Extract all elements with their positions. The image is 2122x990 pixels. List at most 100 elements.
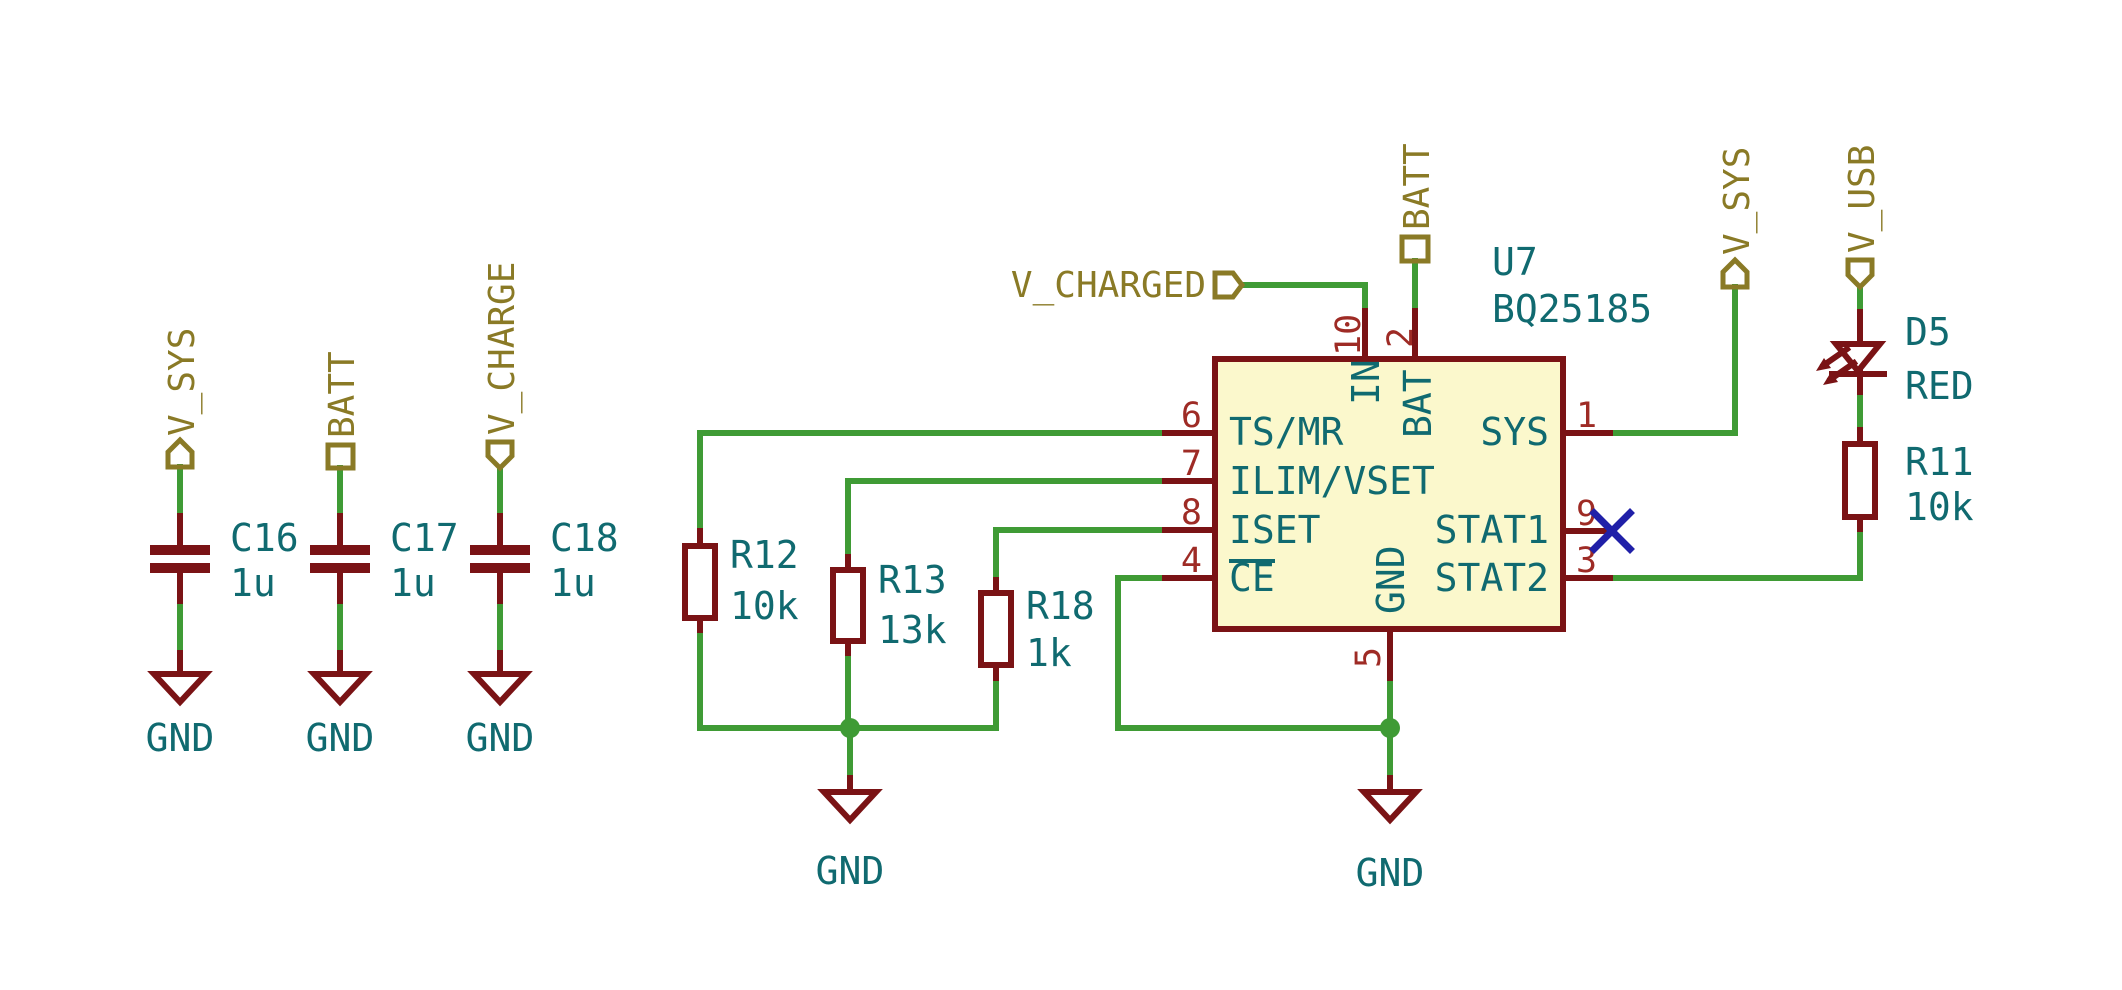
power-flag-arrow-icon <box>1845 257 1875 291</box>
led-arrow-head <box>1816 358 1831 371</box>
wire-v-charged <box>1239 282 1368 314</box>
led-value: RED <box>1905 364 1974 408</box>
resistor-ref: R13 <box>878 558 947 602</box>
resistor-ref: R12 <box>730 533 799 577</box>
pin-number-9: 9 <box>1576 494 1597 534</box>
capacitor-plate <box>310 545 370 555</box>
pin-name-gnd: GND <box>1369 545 1413 614</box>
gnd-label: GND <box>1356 851 1425 895</box>
wires <box>177 258 1863 781</box>
capacitor-plate <box>310 563 370 573</box>
ic-body <box>1212 356 1566 632</box>
pin-name-iset: ISET <box>1229 508 1321 552</box>
led-emission-arrow <box>1819 344 1852 370</box>
wire-ilim-vset <box>845 478 1168 560</box>
resistor-body <box>830 567 866 644</box>
pin-number-8: 8 <box>1181 493 1202 533</box>
power-flag-label: V_SYS <box>162 328 203 436</box>
pin-name-ilim-vset: ILIM/VSET <box>1229 459 1435 503</box>
power-flag-label: V_SYS <box>1717 147 1758 255</box>
capacitor-c17: C17 1u <box>310 516 459 605</box>
wire-ts-mr <box>697 430 1168 534</box>
capacitor-plate <box>470 563 530 573</box>
capacitor-ref: C17 <box>390 516 459 560</box>
global-label-v-charged: V_CHARGED <box>1011 265 1246 306</box>
led-triangle <box>1829 341 1887 376</box>
capacitor-value: 1u <box>390 561 436 605</box>
pin-name-bat: BAT <box>1396 369 1440 438</box>
power-flag-batt-left: BATT <box>322 351 363 471</box>
gnd-triangle-icon <box>1357 789 1423 825</box>
pin-number-7: 7 <box>1181 444 1202 484</box>
pin-name-ce: CE <box>1229 556 1275 600</box>
capacitor-value: 1u <box>230 561 276 605</box>
power-flag-arrow-icon <box>485 439 515 472</box>
capacitor-c18: C18 1u <box>470 516 619 605</box>
pin-name-in: IN <box>1344 359 1388 405</box>
pin-number-1: 1 <box>1576 396 1597 436</box>
ic-u7: U7 BQ25185 TS/MR ILIM/VSET ISET CE SYS S… <box>1181 240 1652 668</box>
gnd-label: GND <box>466 716 535 760</box>
gnd-label: GND <box>816 849 885 893</box>
power-flag-square-icon <box>325 442 356 471</box>
wire-stat2-to-r11 <box>1607 526 1863 581</box>
power-flag-label: BATT <box>1397 143 1438 230</box>
power-flag-vcharge-left: V_CHARGE <box>482 262 523 472</box>
pin-number-5: 5 <box>1349 647 1389 668</box>
resistor-value: 13k <box>878 608 947 652</box>
junction-dot <box>1380 718 1400 738</box>
junction-dot <box>840 718 860 738</box>
ic-value: BQ25185 <box>1492 287 1652 331</box>
pin-name-ts-mr: TS/MR <box>1229 410 1344 454</box>
resistor-r13: R13 13k <box>830 558 947 652</box>
resistor-value: 10k <box>1905 485 1974 529</box>
global-label-text: V_CHARGED <box>1011 265 1206 306</box>
power-flag-square-icon <box>1399 234 1431 264</box>
led-d5: D5 RED <box>1816 310 1974 408</box>
capacitor-plate <box>470 545 530 555</box>
gnd-symbol-ic: GND <box>1356 789 1425 895</box>
resistor-ref: R18 <box>1026 584 1095 628</box>
power-flag-vusb-top: V_USB <box>1842 145 1883 291</box>
resistor-body <box>978 590 1014 668</box>
pin-number-2: 2 <box>1381 327 1421 348</box>
power-flag-vsys-top: V_SYS <box>1717 147 1758 290</box>
ic-ref: U7 <box>1492 240 1538 284</box>
power-flag-arrow-icon <box>1720 256 1750 290</box>
resistor-r18: R18 1k <box>978 584 1095 675</box>
power-flag-label: BATT <box>322 351 363 438</box>
gnd-triangle-icon <box>817 789 883 825</box>
gnd-symbol-c16: GND <box>146 671 215 760</box>
pin-number-6: 6 <box>1181 396 1202 436</box>
led-emission-arrow <box>1826 358 1859 384</box>
power-flag-arrow-icon <box>165 436 195 470</box>
pin-number-10: 10 <box>1329 314 1369 356</box>
component-leads <box>177 308 1863 795</box>
resistor-ref: R11 <box>1905 440 1974 484</box>
gnd-triangle-icon <box>467 671 533 707</box>
capacitor-ref: C18 <box>550 516 619 560</box>
capacitor-plate <box>150 545 210 555</box>
gnd-triangle-icon <box>307 671 373 707</box>
led-arrow-head <box>1823 372 1838 385</box>
power-flag-batt-top: BATT <box>1397 143 1438 264</box>
resistor-r12: R12 10k <box>682 533 799 628</box>
gnd-triangle-icon <box>147 671 213 707</box>
noconnect-x-icon <box>1589 508 1635 554</box>
resistor-body <box>682 543 718 621</box>
wire-iset <box>993 527 1168 583</box>
wire-ce-to-gnd <box>1115 575 1393 731</box>
gnd-label: GND <box>306 716 375 760</box>
pin-name-sys: SYS <box>1480 410 1549 454</box>
gnd-symbol-c18: GND <box>466 671 535 760</box>
capacitor-plate <box>150 563 210 573</box>
global-label-arrow-icon <box>1212 270 1246 300</box>
gnd-symbol-resistors: GND <box>816 789 885 893</box>
resistor-body <box>1842 441 1878 520</box>
power-flag-vsys-left: V_SYS <box>162 328 203 470</box>
gnd-label: GND <box>146 716 215 760</box>
wire-sys-to-vsys <box>1607 284 1738 436</box>
power-flag-label: V_CHARGE <box>482 262 523 435</box>
